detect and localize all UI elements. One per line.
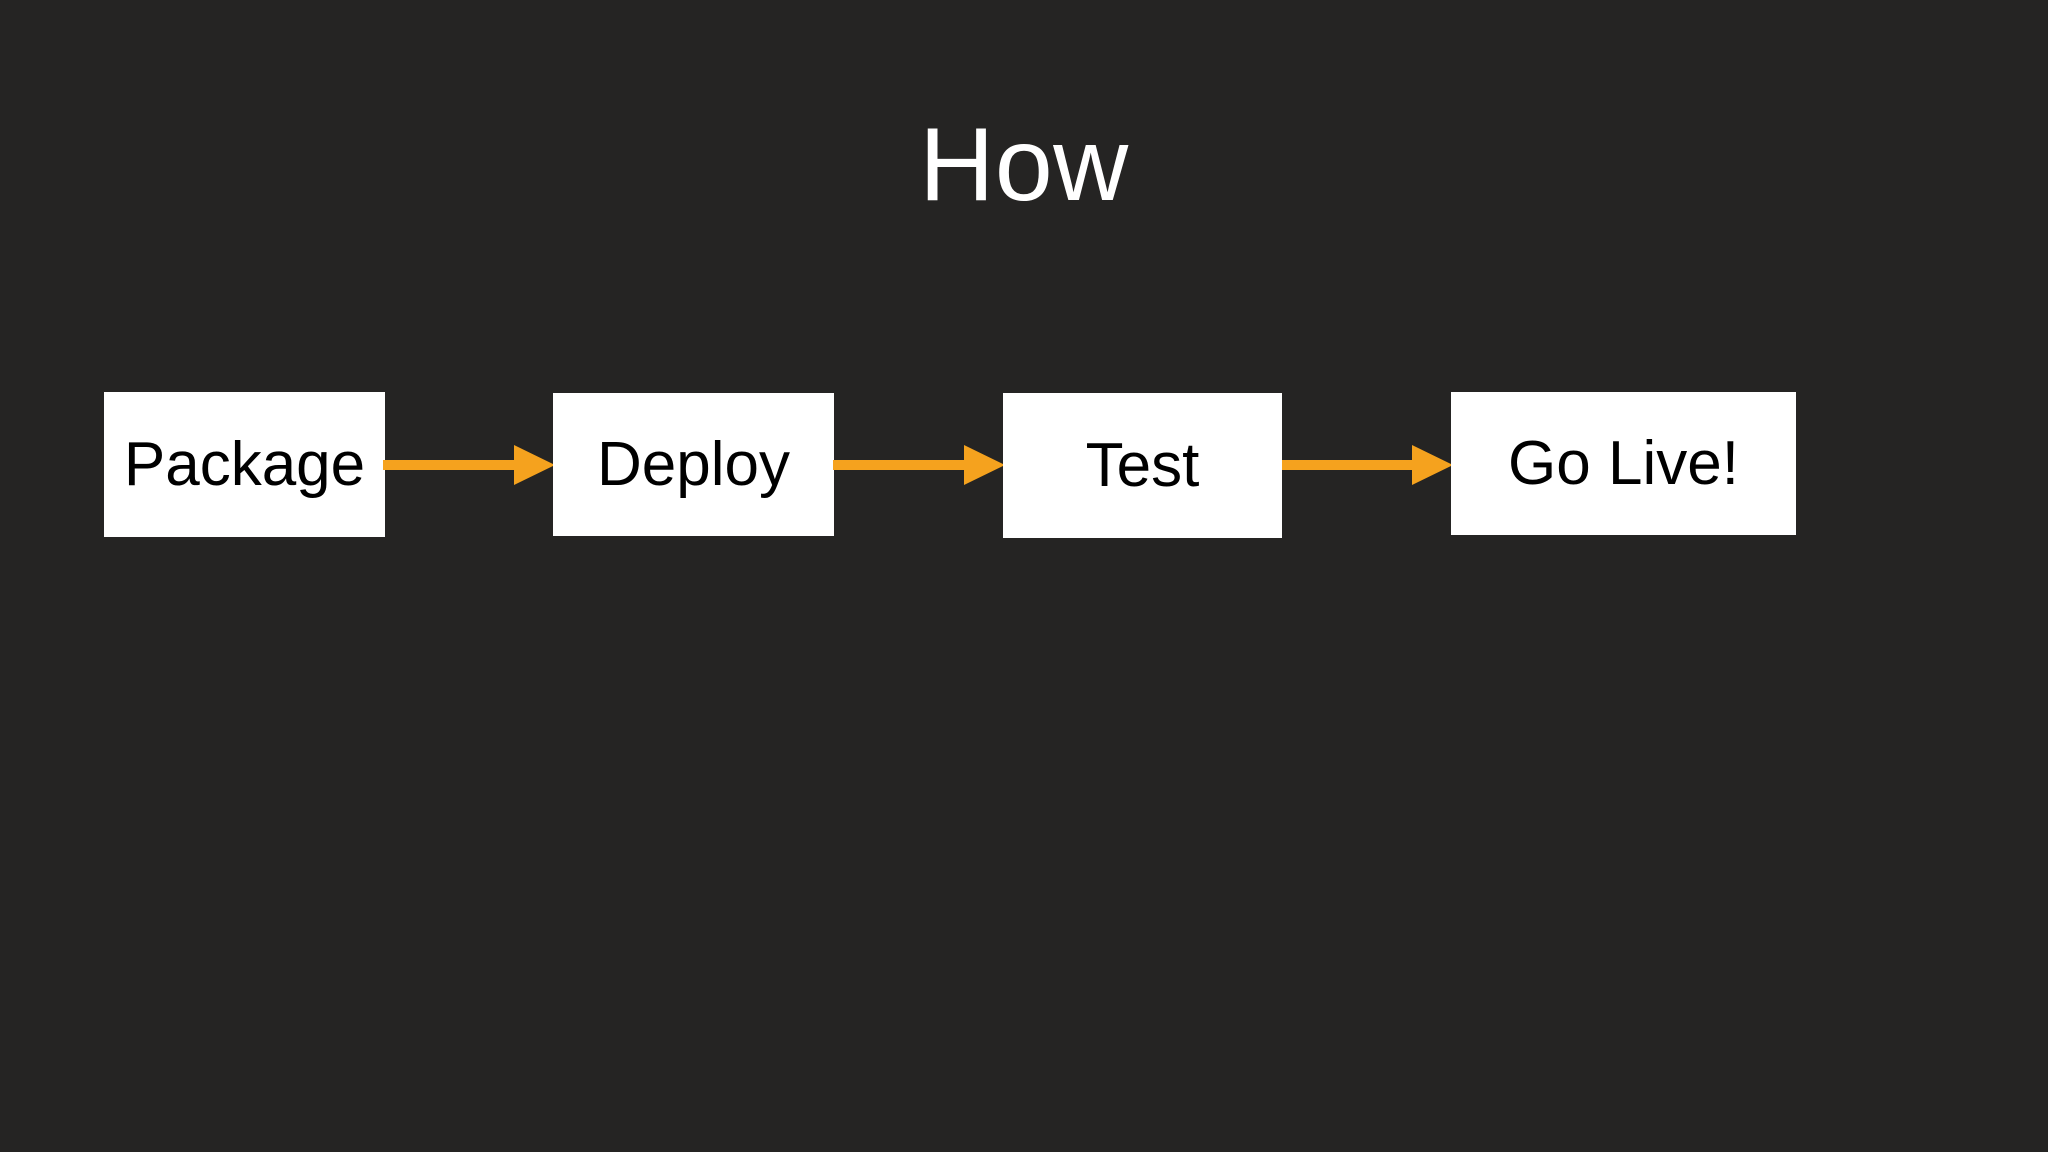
- flow-node-label: Test: [1085, 430, 1200, 500]
- arrow-right-icon-deploy-to-test: [833, 443, 1005, 487]
- flow-node-package[interactable]: Package: [104, 392, 385, 537]
- page-title: How: [919, 107, 1129, 223]
- flow-node-label: Deploy: [597, 429, 790, 499]
- arrow-right-icon-test-to-go-live: [1282, 443, 1453, 487]
- arrow-right-icon-package-to-deploy: [383, 443, 555, 487]
- flow-node-deploy[interactable]: Deploy: [553, 393, 834, 536]
- flow-node-test[interactable]: Test: [1003, 393, 1282, 538]
- flow-node-label: Package: [123, 429, 366, 499]
- flow-node-label: Go Live!: [1508, 428, 1739, 498]
- flow-node-go-live[interactable]: Go Live!: [1451, 392, 1796, 535]
